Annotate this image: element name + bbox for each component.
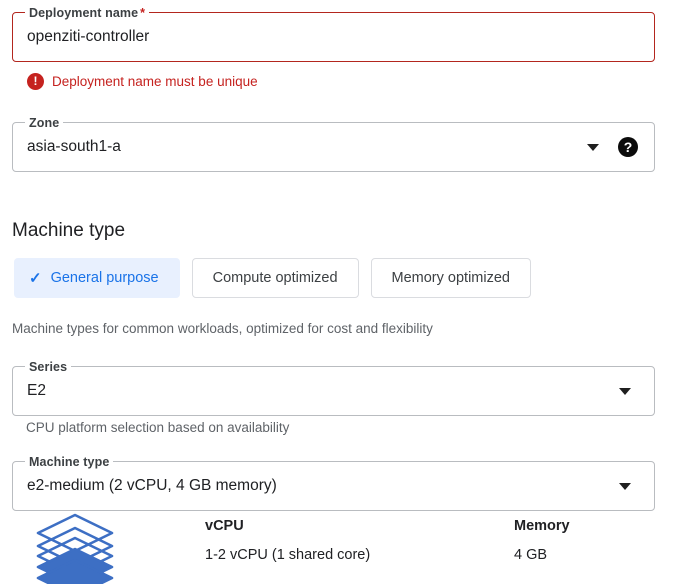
vcpu-header: vCPU <box>205 518 244 534</box>
machine-family-helper-text: Machine types for common workloads, opti… <box>12 321 433 336</box>
deployment-name-error: ! Deployment name must be unique <box>27 73 258 90</box>
machine-type-label: Machine type <box>25 454 114 470</box>
tab-compute-optimized-label: Compute optimized <box>212 270 338 286</box>
memory-header: Memory <box>514 518 570 534</box>
deployment-name-input[interactable]: openziti-controller <box>27 28 150 45</box>
deployment-name-field[interactable]: Deployment name* openziti-controller <box>12 5 655 62</box>
zone-label: Zone <box>25 115 64 131</box>
stacked-layers-icon <box>32 512 118 585</box>
memory-value: 4 GB <box>514 547 548 563</box>
chevron-down-icon[interactable] <box>619 483 631 490</box>
help-circle-icon[interactable]: ? <box>618 137 638 157</box>
error-exclamation-icon: ! <box>27 73 44 90</box>
chevron-down-icon[interactable] <box>587 144 599 151</box>
tab-general-purpose-label: General purpose <box>50 270 159 286</box>
vcpu-column: vCPU 1-2 vCPU (1 shared core) <box>205 518 370 563</box>
deployment-name-error-text: Deployment name must be unique <box>52 74 258 89</box>
required-asterisk: * <box>140 6 146 20</box>
series-field[interactable]: Series E2 <box>12 359 655 416</box>
machine-type-field[interactable]: Machine type e2-medium (2 vCPU, 4 GB mem… <box>12 454 655 511</box>
tab-memory-optimized-label: Memory optimized <box>391 270 510 286</box>
machine-family-tabs: ✓ General purpose Compute optimized Memor… <box>14 258 531 298</box>
machine-type-selected-value: e2-medium (2 vCPU, 4 GB memory) <box>27 477 277 494</box>
series-helper-text: CPU platform selection based on availabi… <box>26 420 290 435</box>
zone-selected-value: asia-south1-a <box>27 138 121 155</box>
zone-field[interactable]: Zone asia-south1-a ? <box>12 115 655 172</box>
check-icon: ✓ <box>29 270 42 287</box>
series-selected-value: E2 <box>27 382 46 399</box>
vcpu-value: 1-2 vCPU (1 shared core) <box>205 547 371 563</box>
chevron-down-icon[interactable] <box>619 388 631 395</box>
tab-general-purpose[interactable]: ✓ General purpose <box>14 258 180 298</box>
tab-memory-optimized[interactable]: Memory optimized <box>370 258 531 298</box>
memory-column: Memory 4 GB <box>514 518 570 563</box>
deployment-name-label: Deployment name* <box>25 5 150 21</box>
tab-compute-optimized[interactable]: Compute optimized <box>191 258 359 298</box>
page-title: Machine type <box>12 220 126 241</box>
series-label: Series <box>25 359 72 375</box>
